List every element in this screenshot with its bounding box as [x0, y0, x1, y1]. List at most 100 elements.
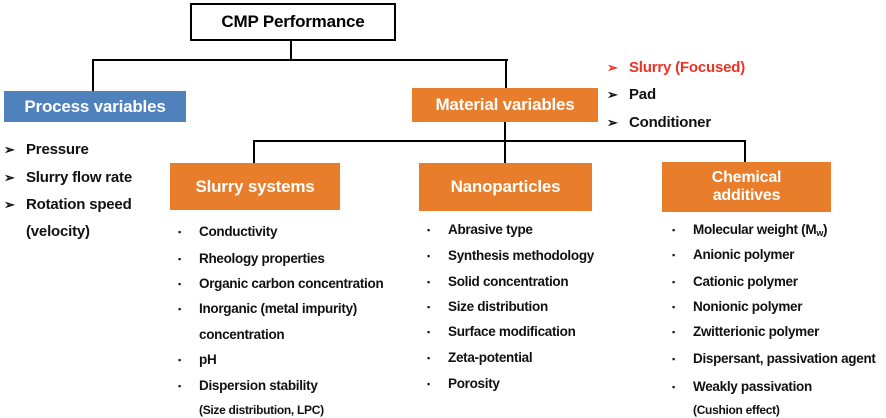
chemical-additives-label-line1: Chemical — [711, 168, 782, 186]
root-node-cmp-performance: CMP Performance — [190, 3, 396, 41]
list-item: ▪ Porosity — [427, 375, 500, 393]
list-item: ▪ Organic carbon concentration — [178, 275, 384, 293]
list-item: ▪ Cationic polymer — [672, 273, 798, 291]
list-item: ▪ Solid concentration — [427, 273, 569, 291]
list-item: ▪ Dispersion stability — [178, 377, 318, 395]
square-bullet-icon: ▪ — [427, 277, 430, 287]
list-item-label: Cationic polymer — [693, 274, 798, 289]
list-item-label: Nonionic polymer — [693, 299, 803, 314]
list-item-label: Porosity — [448, 376, 500, 391]
connector-line — [92, 59, 508, 61]
list-item: ▪ Inorganic (metal impurity) — [178, 300, 357, 318]
list-item-label: Conductivity — [199, 224, 278, 239]
square-bullet-icon: ▪ — [672, 354, 675, 364]
square-bullet-icon: ▪ — [672, 327, 675, 337]
connector-line — [505, 60, 507, 88]
list-item: ▪ Dispersant, passivation agent — [672, 350, 876, 368]
square-bullet-icon: ▪ — [427, 302, 430, 312]
node-slurry-systems: Slurry systems — [170, 163, 340, 210]
list-item: ▪ Synthesis methodology — [427, 247, 594, 265]
square-bullet-icon: ▪ — [178, 227, 181, 237]
square-bullet-icon: ▪ — [427, 353, 430, 363]
arrow-bullet-icon: ➢ — [607, 87, 618, 102]
square-bullet-icon: ▪ — [427, 225, 430, 235]
square-bullet-icon: ▪ — [672, 277, 675, 287]
list-item-label: (Cushion effect) — [693, 403, 780, 417]
arrow-bullet-icon: ➢ — [4, 142, 15, 157]
list-item: ▪ Size distribution — [427, 298, 548, 316]
focus-item-label: Pad — [629, 86, 656, 103]
list-item-slurry-flow-rate: ➢ Slurry flow rate — [4, 168, 132, 188]
list-item-label: Synthesis methodology — [448, 248, 594, 263]
list-item-label: Slurry flow rate — [26, 169, 132, 186]
square-bullet-icon: ▪ — [178, 279, 181, 289]
list-item: ▪ Zeta-potential — [427, 349, 533, 367]
square-bullet-icon: ▪ — [178, 304, 181, 314]
material-variables-label: Material variables — [435, 95, 575, 114]
list-item-label: Anionic polymer — [693, 247, 795, 262]
focus-item-pad: ➢ Pad — [607, 85, 656, 105]
list-item-label: Surface modification — [448, 324, 576, 339]
list-item: ▪ Surface modification — [427, 323, 576, 341]
node-process-variables: Process variables — [4, 91, 186, 122]
square-bullet-icon: ▪ — [178, 381, 181, 391]
list-item-pressure: ➢ Pressure — [4, 140, 89, 160]
list-item-label: pH — [199, 352, 217, 367]
connector-line — [290, 37, 292, 60]
list-item-label: Dispersant, passivation agent — [693, 351, 876, 366]
list-item-label: Abrasive type — [448, 222, 533, 237]
list-item: ▪ Anionic polymer — [672, 246, 795, 264]
list-item-molecular-weight: ▪ Molecular weight (Mw) — [672, 221, 828, 242]
connector-line — [504, 122, 506, 164]
root-node-label: CMP Performance — [221, 12, 365, 31]
node-material-variables: Material variables — [412, 88, 598, 122]
molecular-weight-subscript: w — [816, 228, 824, 238]
list-item-label: Inorganic (metal impurity) — [199, 301, 357, 316]
arrow-bullet-icon: ➢ — [607, 60, 618, 75]
square-bullet-icon: ▪ — [672, 225, 675, 235]
node-nanoparticles: Nanoparticles — [419, 163, 592, 211]
list-item-label: Solid concentration — [448, 274, 569, 289]
arrow-bullet-icon: ➢ — [4, 197, 15, 212]
node-chemical-additives: Chemical additives — [662, 162, 831, 212]
square-bullet-icon: ▪ — [178, 355, 181, 365]
focus-item-label: Conditioner — [629, 114, 711, 131]
focus-item-label: Slurry (Focused) — [629, 59, 745, 76]
list-item-label: Rotation speed — [26, 196, 132, 213]
list-item-label: Size distribution — [448, 299, 548, 314]
list-item: ▪ pH — [178, 351, 217, 369]
list-item-label: Zwitterionic polymer — [693, 324, 820, 339]
connector-line — [253, 140, 746, 142]
connector-line — [92, 60, 94, 91]
connector-line — [253, 141, 255, 164]
square-bullet-icon: ▪ — [427, 251, 430, 261]
list-item: ▪ Weakly passivation — [672, 378, 812, 396]
list-item-rotation-speed: ➢ Rotation speed — [4, 195, 132, 215]
square-bullet-icon: ▪ — [178, 254, 181, 264]
square-bullet-icon: ▪ — [672, 302, 675, 312]
molecular-weight-pre: Molecular weight (M — [693, 222, 817, 237]
list-item-continuation: concentration — [199, 326, 285, 344]
list-item-continuation: (Size distribution, LPC) — [199, 401, 324, 418]
list-item: ▪ Zwitterionic polymer — [672, 323, 819, 341]
square-bullet-icon: ▪ — [672, 382, 675, 392]
list-item-label: Molecular weight (Mw) — [693, 221, 828, 242]
list-item-label: Zeta-potential — [448, 350, 533, 365]
list-item: ▪ Conductivity — [178, 223, 277, 241]
list-item: ▪ Rheology properties — [178, 250, 325, 268]
arrow-bullet-icon: ➢ — [4, 170, 15, 185]
connector-line — [744, 141, 746, 164]
square-bullet-icon: ▪ — [672, 250, 675, 260]
list-item-label: Organic carbon concentration — [199, 276, 384, 291]
focus-item-slurry: ➢ Slurry (Focused) — [607, 58, 745, 78]
list-item-label: Dispersion stability — [199, 378, 318, 393]
square-bullet-icon: ▪ — [427, 327, 430, 337]
focus-item-conditioner: ➢ Conditioner — [607, 113, 711, 133]
list-item-label: (velocity) — [26, 223, 90, 240]
list-item-label: Weakly passivation — [693, 379, 812, 394]
square-bullet-icon: ▪ — [427, 379, 430, 389]
molecular-weight-post: ) — [823, 222, 828, 237]
nanoparticles-label: Nanoparticles — [450, 177, 561, 196]
list-item: ▪ Abrasive type — [427, 221, 533, 239]
